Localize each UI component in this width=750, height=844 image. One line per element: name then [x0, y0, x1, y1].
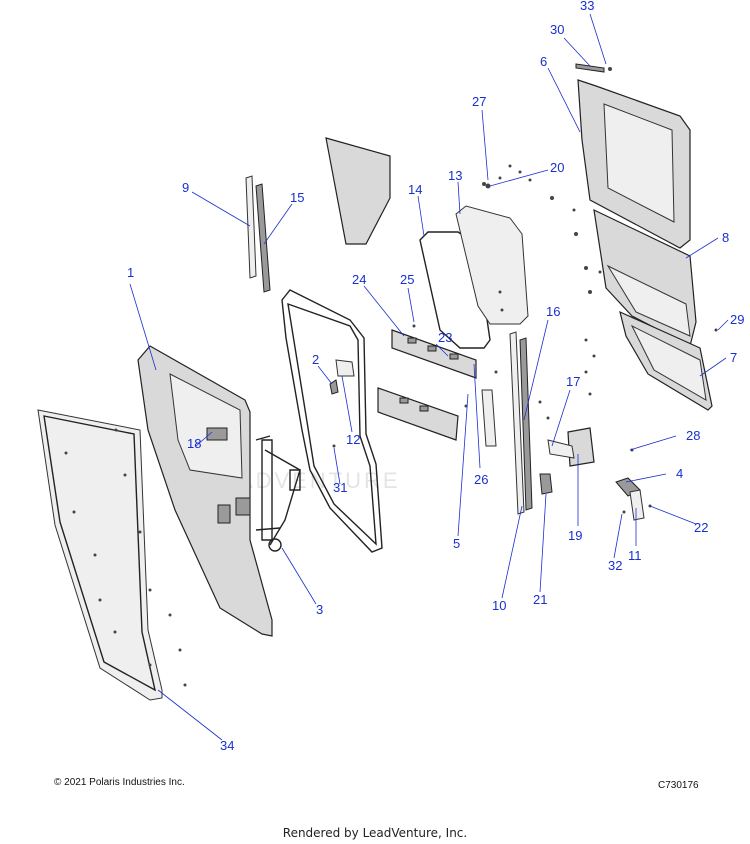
callout-7: 7 — [730, 350, 737, 365]
callout-33: 33 — [580, 0, 594, 13]
callout-24: 24 — [352, 272, 366, 287]
callout-1: 1 — [127, 265, 134, 280]
callout-26: 26 — [474, 472, 488, 487]
callout-10: 10 — [492, 598, 506, 613]
part-15-window-channel[interactable] — [255, 183, 271, 293]
part-door-frame-seal[interactable] — [281, 289, 383, 553]
part-7-storage-pocket[interactable] — [619, 310, 713, 411]
callout-23: 23 — [438, 330, 452, 345]
rendered-by-credit: Rendered by LeadVenture, Inc. — [282, 826, 468, 840]
callout-31: 31 — [333, 480, 347, 495]
leader-lines — [129, 13, 729, 741]
callout-34: 34 — [220, 738, 234, 753]
callout-11: 11 — [628, 548, 642, 563]
part-34-door-seal[interactable] — [37, 409, 187, 701]
callout-19: 19 — [568, 528, 582, 543]
part-9-window-channel[interactable] — [245, 175, 257, 279]
part-11-catch[interactable] — [629, 489, 645, 521]
part-13-window-glass[interactable] — [455, 205, 529, 325]
fasteners — [332, 164, 718, 514]
part-2-latch-base[interactable] — [329, 379, 339, 395]
callout-labels: 33 30 6 27 20 13 14 9 15 8 24 25 16 29 2… — [127, 0, 744, 753]
diagram-reference-code: C730176 — [658, 780, 699, 791]
part-12-latch-cover[interactable] — [335, 359, 355, 377]
callout-21: 21 — [533, 592, 547, 607]
callout-32: 32 — [608, 558, 622, 573]
callout-14: 14 — [408, 182, 422, 197]
callout-13: 13 — [448, 168, 462, 183]
copyright-notice: © 2021 Polaris Industries Inc. — [54, 777, 185, 788]
callout-30: 30 — [550, 22, 564, 37]
callout-8: 8 — [722, 230, 729, 245]
part-5-lower-plate[interactable] — [377, 387, 459, 441]
callout-22: 22 — [694, 520, 708, 535]
callout-16: 16 — [546, 304, 560, 319]
callout-28: 28 — [686, 428, 700, 443]
callout-20: 20 — [550, 160, 564, 175]
part-24-mounting-plate[interactable] — [391, 329, 477, 379]
callout-2: 2 — [312, 352, 319, 367]
part-3-window-regulator[interactable] — [255, 435, 301, 552]
part-glass-panel[interactable] — [325, 137, 391, 245]
callout-3: 3 — [316, 602, 323, 617]
part-1-door-panel[interactable] — [137, 345, 273, 637]
callout-17: 17 — [566, 374, 580, 389]
callout-25: 25 — [400, 272, 414, 287]
callout-12: 12 — [346, 432, 360, 447]
callout-4: 4 — [676, 466, 683, 481]
part-33-screw[interactable] — [608, 67, 612, 71]
callout-5: 5 — [453, 536, 460, 551]
callout-9: 9 — [182, 180, 189, 195]
part-26-bracket[interactable] — [481, 389, 497, 447]
part-16-rear-channel[interactable] — [519, 337, 533, 511]
part-21-handle[interactable] — [539, 473, 553, 495]
part-17-latch-plate[interactable] — [547, 439, 575, 459]
callout-27: 27 — [472, 94, 486, 109]
callout-29: 29 — [730, 312, 744, 327]
callout-15: 15 — [290, 190, 304, 205]
part-6-upper-trim[interactable] — [577, 79, 691, 249]
part-10-rear-channel[interactable] — [509, 331, 525, 515]
part-14-window-seal[interactable] — [419, 231, 491, 349]
part-30-trim-strip[interactable] — [575, 63, 605, 73]
callout-18: 18 — [187, 436, 201, 451]
callout-6: 6 — [540, 54, 547, 69]
